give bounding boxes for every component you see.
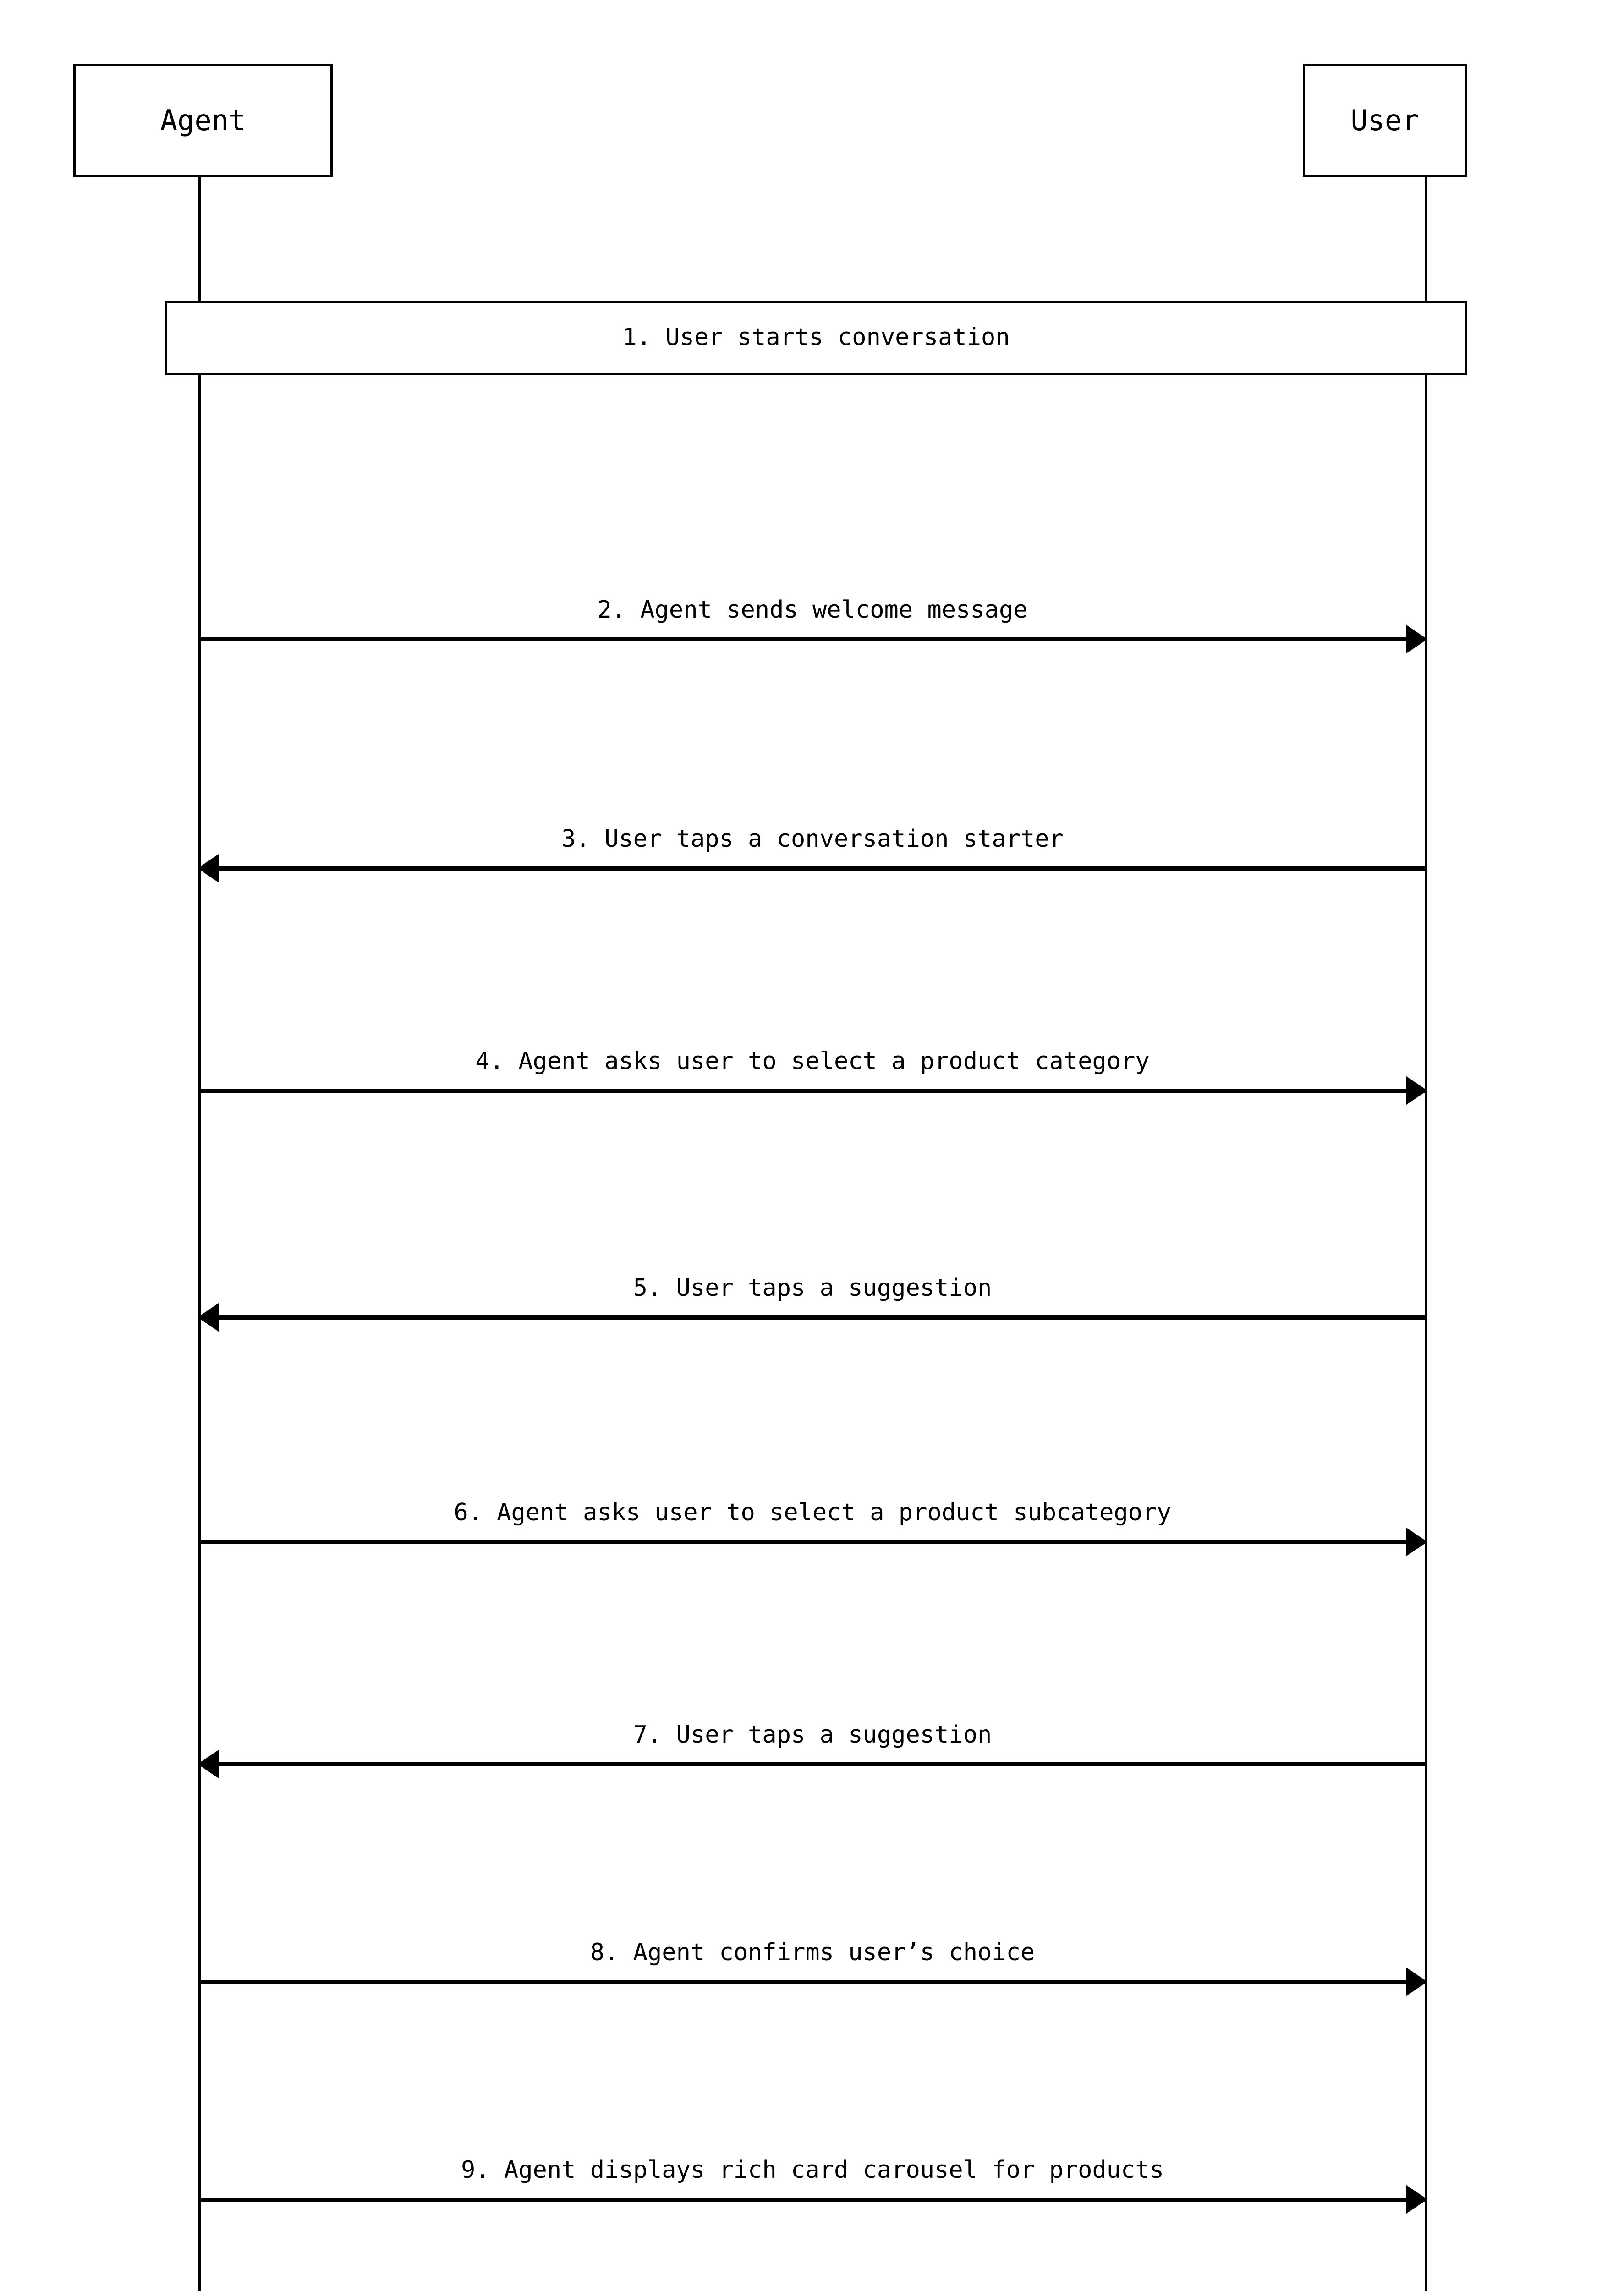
message-step-8[interactable]: 8. Agent confirms user’s choice (198, 1888, 1427, 1996)
note-step-1[interactable]: 1. User starts conversation (165, 301, 1467, 375)
arrowhead-right-icon (1406, 625, 1427, 653)
message-step-4-label: 4. Agent asks user to select a product c… (475, 1047, 1150, 1075)
lifeline-agent (198, 177, 201, 2291)
message-step-7-label: 7. User taps a suggestion (633, 1721, 992, 1748)
arrowhead-left-icon (198, 1303, 219, 1332)
participant-box-agent-top[interactable]: Agent (73, 64, 333, 177)
arrowhead-right-icon (1406, 1968, 1427, 1996)
message-step-3-line (198, 866, 1426, 871)
arrowhead-right-icon (1406, 1076, 1427, 1105)
note-step-1-label: 1. User starts conversation (622, 323, 1010, 351)
message-step-7[interactable]: 7. User taps a suggestion (198, 1670, 1426, 1778)
message-step-6-line (198, 1540, 1426, 1544)
message-step-2-label: 2. Agent sends welcome message (597, 596, 1028, 624)
message-step-3-label: 3. User taps a conversation starter (561, 825, 1064, 853)
message-step-4[interactable]: 4. Agent asks user to select a product c… (198, 997, 1427, 1105)
participant-label-user-top: User (1350, 104, 1419, 137)
message-step-5-line (198, 1315, 1426, 1320)
message-step-2[interactable]: 2. Agent sends welcome message (198, 545, 1427, 653)
arrowhead-left-icon (198, 854, 219, 882)
message-step-7-line (198, 1762, 1426, 1766)
participant-box-user-top[interactable]: User (1303, 64, 1467, 177)
message-step-9[interactable]: 9. Agent displays rich card carousel for… (198, 2105, 1427, 2214)
message-step-4-line (198, 1089, 1426, 1093)
message-step-6-label: 6. Agent asks user to select a product s… (454, 1499, 1171, 1526)
message-step-8-line (198, 1980, 1426, 1984)
message-step-2-line (198, 637, 1426, 641)
message-step-3[interactable]: 3. User taps a conversation starter (198, 774, 1426, 882)
arrowhead-right-icon (1406, 1528, 1427, 1556)
message-step-6[interactable]: 6. Agent asks user to select a product s… (198, 1448, 1427, 1556)
arrowhead-left-icon (198, 1750, 219, 1778)
message-step-5-label: 5. User taps a suggestion (633, 1274, 992, 1302)
message-step-8-label: 8. Agent confirms user’s choice (590, 1939, 1035, 1966)
message-step-9-line (198, 2198, 1426, 2202)
participant-label-agent-top: Agent (160, 104, 246, 137)
lifeline-user (1425, 177, 1427, 2291)
arrowhead-right-icon (1406, 2185, 1427, 2214)
message-step-9-label: 9. Agent displays rich card carousel for… (461, 2156, 1164, 2184)
message-step-5[interactable]: 5. User taps a suggestion (198, 1223, 1426, 1332)
